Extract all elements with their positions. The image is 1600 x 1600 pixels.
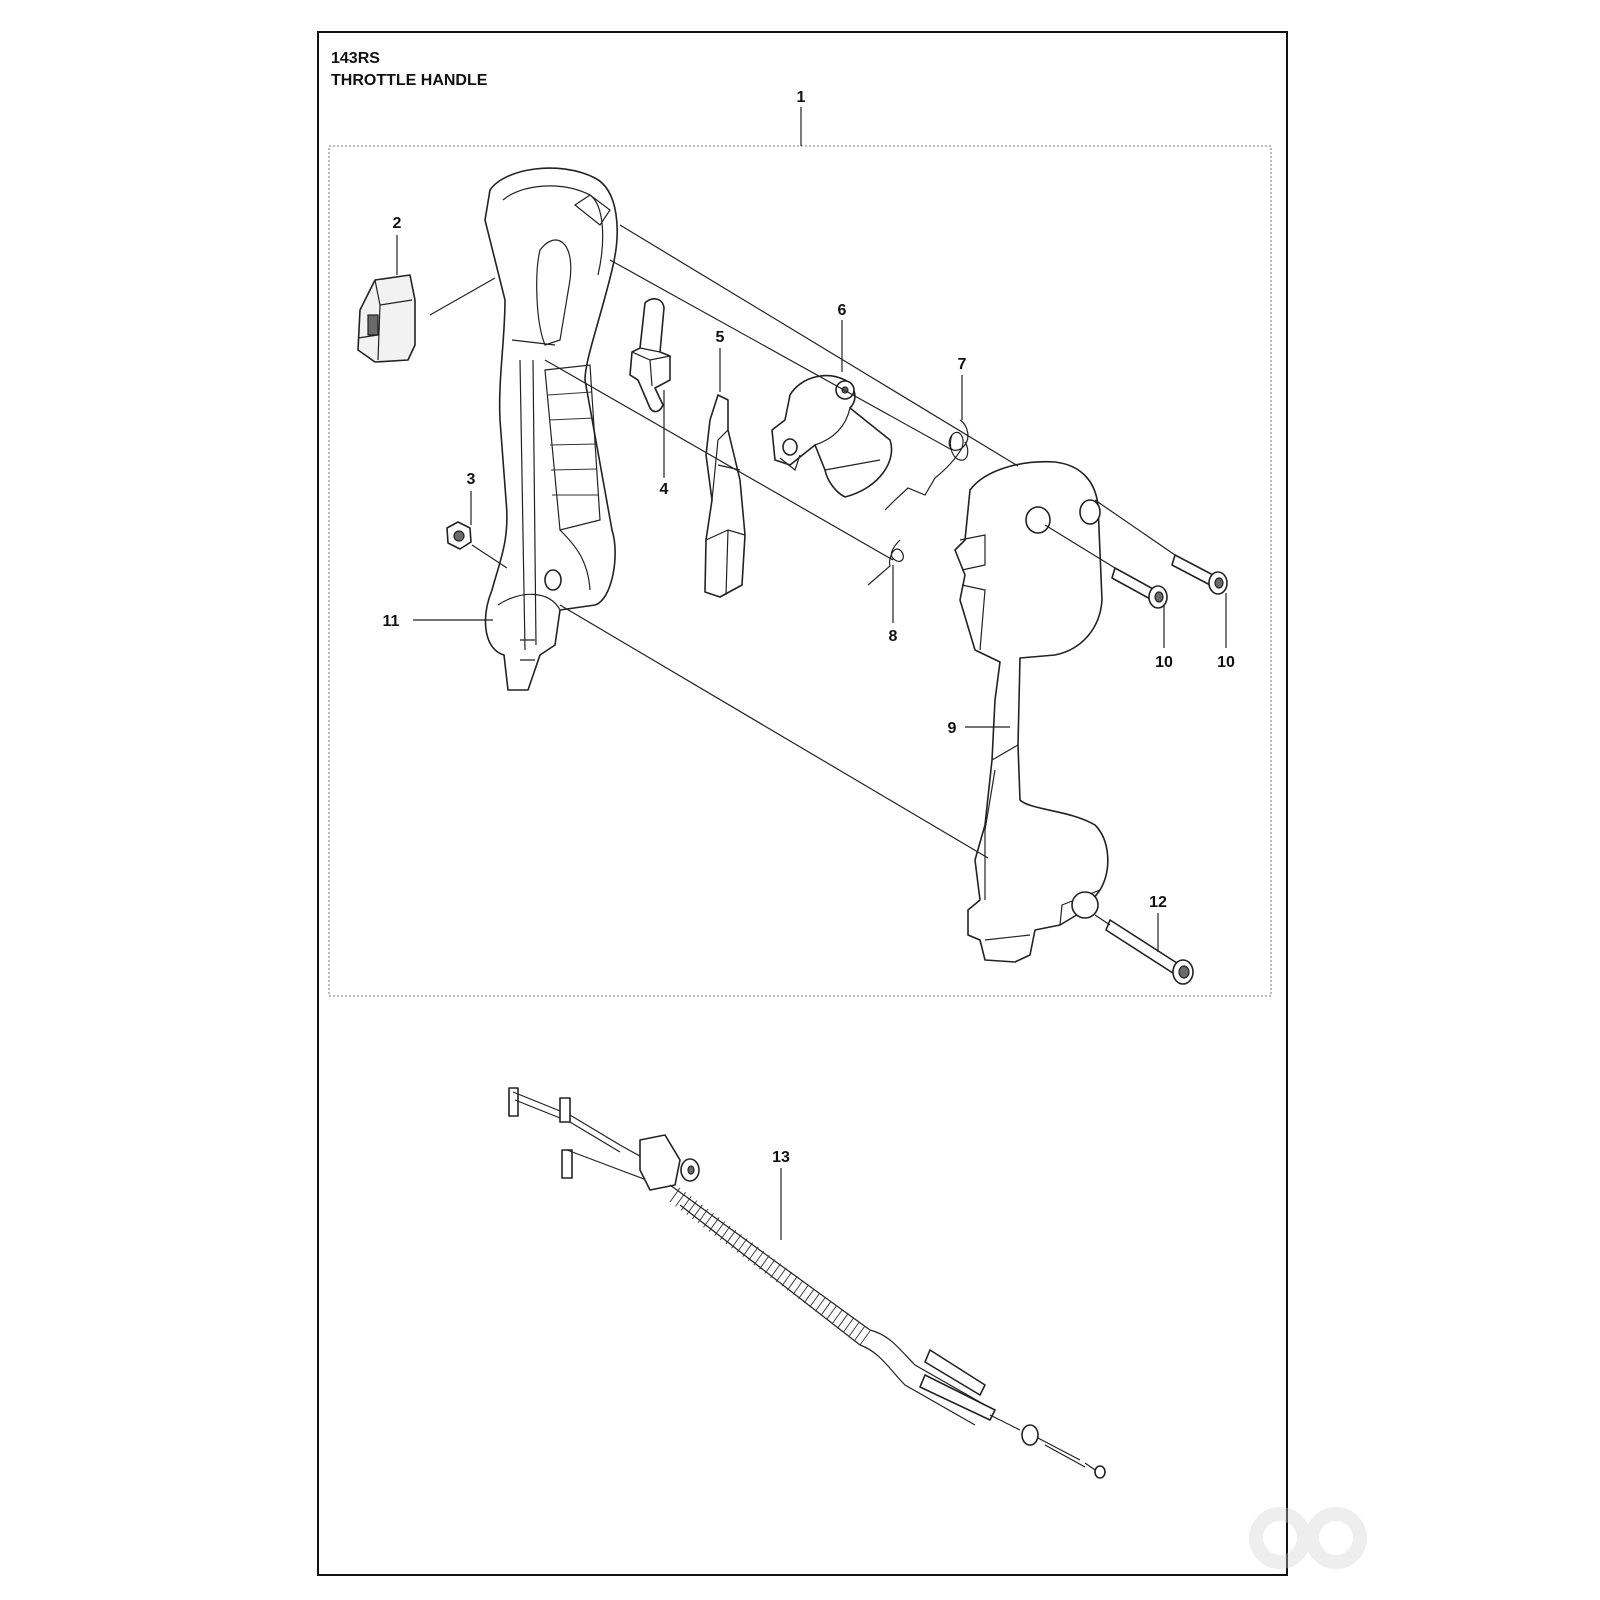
alignment-lines: [544, 224, 1176, 926]
part-label-10-right: 10: [1217, 654, 1235, 671]
model-title: 143RS: [331, 50, 380, 67]
throttle-link[interactable]: [771, 374, 893, 498]
section-title: THROTTLE HANDLE: [331, 72, 488, 89]
part-label-13: 13: [772, 1149, 790, 1166]
small-spring[interactable]: [867, 539, 904, 586]
diagram-frame: [317, 31, 1288, 1576]
handle-half-right[interactable]: [954, 460, 1109, 963]
part-label-3: 3: [467, 471, 476, 488]
part-label-8: 8: [889, 628, 898, 645]
part-label-1: 1: [797, 89, 806, 106]
part-label-11: 11: [383, 613, 400, 630]
throttle-cable[interactable]: [508, 1087, 1106, 1479]
screw-10-left[interactable]: [1111, 567, 1168, 609]
part-label-10-left: 10: [1155, 654, 1173, 671]
assembly-group-box: [328, 145, 1272, 997]
leader-lines: [396, 107, 1227, 1240]
part-labels: 1 2 3 4 5 6 7 8 9 10 10 11 12 13: [383, 89, 1235, 1166]
part-label-5: 5: [716, 329, 725, 346]
throttle-lock[interactable]: [629, 298, 671, 413]
torsion-spring[interactable]: [884, 419, 969, 511]
handle-half-left[interactable]: [484, 167, 618, 691]
part-label-12: 12: [1149, 894, 1167, 911]
nut[interactable]: [446, 521, 472, 550]
stop-switch[interactable]: [357, 274, 416, 363]
throttle-trigger[interactable]: [704, 394, 746, 598]
part-label-9: 9: [948, 720, 957, 737]
part-label-4: 4: [660, 481, 669, 498]
part-label-2: 2: [393, 215, 402, 232]
part-label-6: 6: [838, 302, 847, 319]
screw-12[interactable]: [1105, 919, 1194, 985]
screw-10-right[interactable]: [1171, 554, 1228, 595]
ao-logo: [1249, 1507, 1367, 1569]
part-label-7: 7: [958, 356, 967, 373]
